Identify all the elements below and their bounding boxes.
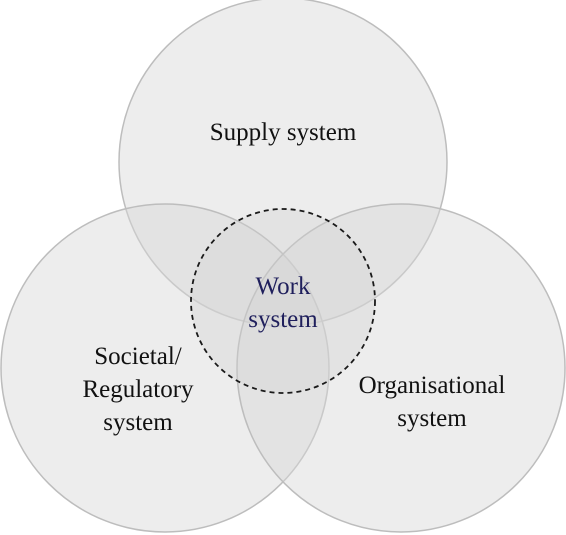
societal-label-line-2: Regulatory [82, 376, 194, 403]
societal-regulatory-system-circle [0, 203, 330, 533]
organisational-system-label: Organisational system [332, 369, 532, 435]
societal-label-line-3: system [103, 409, 173, 436]
organisational-label-line-1: Organisational [358, 372, 506, 399]
work-label-line-2: system [248, 306, 318, 333]
work-system-circle [190, 208, 376, 394]
societal-label-line-1: Societal/ [94, 343, 182, 370]
supply-system-label-line: Supply system [209, 119, 357, 146]
work-system-label: Work system [203, 270, 363, 336]
societal-regulatory-system-label: Societal/ Regulatory system [38, 340, 238, 439]
organisational-label-line-2: system [397, 405, 467, 432]
work-label-line-1: Work [255, 273, 311, 300]
supply-system-circle [118, 0, 448, 327]
supply-system-label: Supply system [183, 116, 383, 149]
organisational-system-circle [236, 203, 566, 533]
